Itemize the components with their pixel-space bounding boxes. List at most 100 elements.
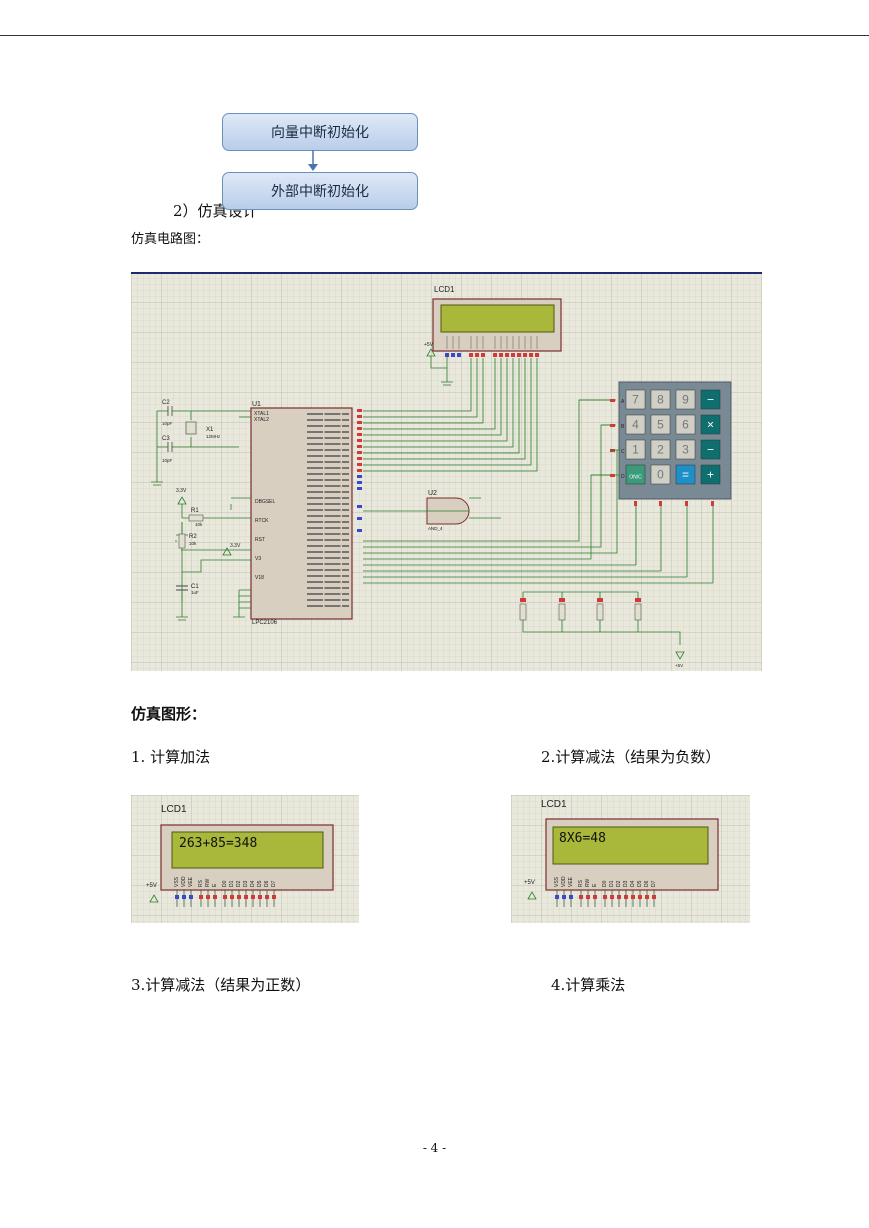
lcd-ground-wire xyxy=(430,356,453,386)
pin-label: RTCK xyxy=(255,518,269,524)
keypad-key[interactable]: + xyxy=(700,464,721,485)
keypad-key-label: 3 xyxy=(682,443,689,457)
keypad-key[interactable]: 9 xyxy=(675,389,696,410)
lcd-screen xyxy=(171,831,324,869)
lcd-pin-marker xyxy=(182,895,186,899)
lcd-pin-marker xyxy=(199,895,203,899)
keypad-key[interactable]: 3 xyxy=(675,439,696,460)
supply-label: +5V xyxy=(675,663,683,668)
lcd-pin-marker xyxy=(189,895,193,899)
keypad-key[interactable]: 2 xyxy=(650,439,671,460)
pin-label: DBGSEL xyxy=(255,499,276,505)
pin-label: XTAL1 xyxy=(254,411,269,417)
keypad-key-label: 4 xyxy=(632,418,639,432)
keypad-key-label: 9 xyxy=(682,393,689,407)
keypad-key[interactable]: = xyxy=(675,464,696,485)
mcu-part-label: LPC2106 xyxy=(252,620,278,626)
lcd-pin-marker xyxy=(562,895,566,899)
circuit-caption: 仿真电路图： xyxy=(131,232,210,247)
ground-terminal-icon xyxy=(675,651,685,660)
keypad-key[interactable]: 7 xyxy=(625,389,646,410)
keypad-key-label: 6 xyxy=(682,418,689,432)
keypad-key[interactable]: 6 xyxy=(675,414,696,435)
keypad-key-label: 8 xyxy=(657,393,664,407)
keypad-key[interactable]: 0 xyxy=(650,464,671,485)
keypad-key[interactable]: − xyxy=(700,439,721,460)
keypad-key-label: 1 xyxy=(632,443,639,457)
header-rule xyxy=(0,35,869,36)
lcd-pin-marker xyxy=(206,895,210,899)
lcd-pin-marker xyxy=(175,895,179,899)
lcd-pin-label: D6 xyxy=(264,880,270,887)
lcd-pin-label: D1 xyxy=(229,880,235,887)
lcd-pin-label: D4 xyxy=(630,880,636,887)
mcu-lpc2106 xyxy=(250,407,353,620)
lcd-display-text: 263+85=348 xyxy=(179,836,257,851)
c2-value: 10pF xyxy=(162,421,173,426)
v33-label-1: 3.3V xyxy=(176,488,187,494)
keypad-key[interactable]: × xyxy=(700,414,721,435)
mcu-label: U1 xyxy=(252,401,261,408)
lcd-pin-marker xyxy=(230,895,234,899)
c3-label: C3 xyxy=(162,436,170,442)
lcd-pin-marker xyxy=(638,895,642,899)
lcd-title: LCD1 xyxy=(161,804,187,815)
keypad-key[interactable]: ON/C xyxy=(625,464,646,485)
keypad-row-label: A xyxy=(621,399,625,405)
power-terminal-icon xyxy=(527,891,537,900)
flowchart-box-label: 向量中断初始化 xyxy=(271,125,369,141)
lcd-pin-label: E xyxy=(212,883,218,887)
lcd-supply-label: +5V xyxy=(424,342,434,348)
pin-label: V18 xyxy=(255,575,264,581)
results-heading: 仿真图形： xyxy=(131,705,207,723)
lcd-pin-marker xyxy=(555,895,559,899)
lcd-pin-label: D5 xyxy=(257,880,263,887)
lcd-title: LCD1 xyxy=(541,799,567,810)
keypad-key-label: + xyxy=(707,468,714,482)
c1-label: C1 xyxy=(191,584,199,590)
r1-label: R1 xyxy=(191,508,199,514)
keypad-key[interactable]: 1 xyxy=(625,439,646,460)
keypad-key[interactable]: 4 xyxy=(625,414,646,435)
lcd-supply-label: +5V xyxy=(524,880,535,886)
keypad-key-label: 5 xyxy=(657,418,664,432)
pin-label: XTAL2 xyxy=(254,417,269,423)
lcd-supply-label: +5V xyxy=(146,883,157,889)
figure-caption-3: 3.计算减法（结果为正数） xyxy=(131,976,311,994)
lcd-pin-label: VDD xyxy=(181,876,187,887)
keypad-key-label: × xyxy=(707,418,714,432)
keypad-key-label: 2 xyxy=(657,443,664,457)
keypad-key[interactable]: 5 xyxy=(650,414,671,435)
c3-value: 10pF xyxy=(162,458,173,463)
lcd-pin-marker xyxy=(244,895,248,899)
lcd-pin-label: E xyxy=(592,883,598,887)
gate-part-label: AND_4 xyxy=(428,526,443,531)
lcd-pin-marker xyxy=(272,895,276,899)
figure-caption-4: 4.计算乘法 xyxy=(551,976,626,994)
lcd-pin-label: VDD xyxy=(561,876,567,887)
keypad-key[interactable]: − xyxy=(700,389,721,410)
lcd-label: LCD1 xyxy=(434,285,455,294)
r2-resistor xyxy=(178,533,186,549)
keypad-key-label: 7 xyxy=(632,393,639,407)
lcd-pin-label: VSS xyxy=(174,876,180,887)
x1-label: X1 xyxy=(206,427,214,433)
power-terminal-icon xyxy=(149,894,159,903)
lcd-pin-legs xyxy=(175,890,276,907)
lcd-pin-marker xyxy=(603,895,607,899)
lcd-pin-label: RW xyxy=(585,878,591,887)
figure-caption-2: 2.计算减法（结果为负数） xyxy=(541,748,721,766)
lcd-pin-label: RW xyxy=(205,878,211,887)
lcd-pin-label: RS xyxy=(198,879,204,887)
lcd-pin-label: D7 xyxy=(651,880,657,887)
lcd-pin-marker xyxy=(213,895,217,899)
circuit-schematic: LCD1 +5V U1 LPC2106 XTAL1 XTAL2 DBGSEL R… xyxy=(131,272,762,671)
lcd-pin-marker xyxy=(631,895,635,899)
c1-value: 1uF xyxy=(191,590,199,595)
lcd-pin-marker xyxy=(237,895,241,899)
flowchart-arrow xyxy=(308,150,318,171)
keypad-key[interactable]: 8 xyxy=(650,389,671,410)
